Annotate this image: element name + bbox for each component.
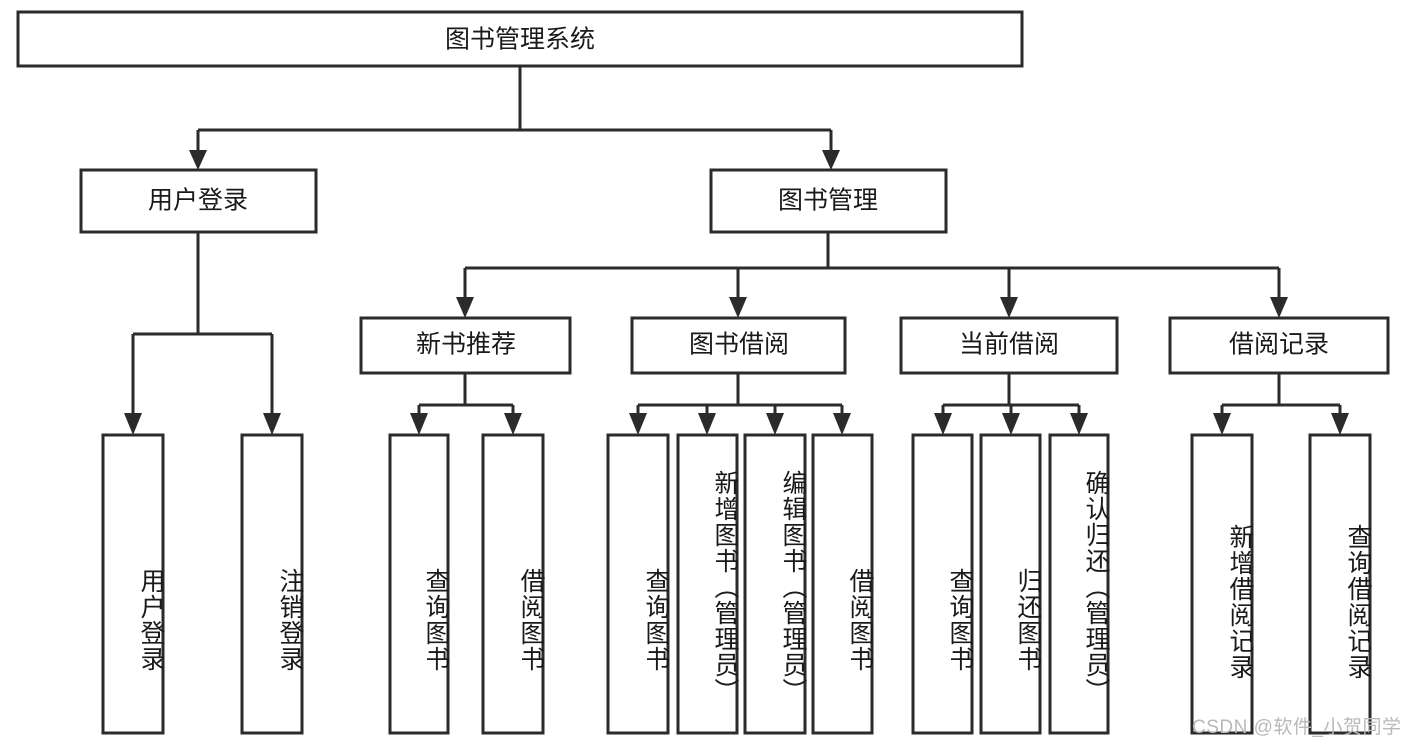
node-borrow-record[interactable]: 借阅记录 bbox=[1168, 316, 1390, 375]
node-book-management[interactable]: 图书管理 bbox=[709, 168, 948, 234]
leaf-box-confirm-return[interactable] bbox=[1048, 433, 1110, 735]
node-borrow-record-label: 借阅记录 bbox=[1229, 331, 1329, 359]
node-new-book-recommend-box[interactable] bbox=[359, 316, 572, 375]
leaf-box-query-book-1[interactable] bbox=[388, 433, 450, 735]
leaf-box-query-book-2[interactable] bbox=[606, 433, 670, 735]
node-root[interactable]: 图书管理系统 bbox=[16, 10, 1024, 68]
connector-book-borrow-to-leaves bbox=[629, 373, 851, 435]
node-new-book-recommend-label: 新书推荐 bbox=[416, 331, 516, 359]
csdn-watermark: CSDN @软件_小贺同学 bbox=[1192, 717, 1402, 738]
leaf-box-edit-book-admin[interactable] bbox=[743, 433, 807, 735]
node-book-management-box[interactable] bbox=[709, 168, 948, 234]
node-new-book-recommend[interactable]: 新书推荐 bbox=[359, 316, 572, 375]
leaf-box-return-book[interactable] bbox=[979, 433, 1042, 735]
connector-root-to-level2 bbox=[189, 66, 840, 170]
node-root-box[interactable] bbox=[16, 10, 1024, 68]
node-book-borrow-label: 图书借阅 bbox=[689, 331, 789, 359]
node-book-borrow[interactable]: 图书借阅 bbox=[630, 316, 847, 375]
connector-book-mgmt-to-level3 bbox=[456, 232, 1288, 318]
leaf-box-borrow-book-1[interactable] bbox=[481, 433, 545, 735]
connector-user-login-to-leaves bbox=[124, 232, 281, 435]
leaf-box-query-book-3[interactable] bbox=[911, 433, 974, 735]
connector-new-book-to-leaves bbox=[410, 373, 522, 435]
leaf-box-add-book-admin[interactable] bbox=[676, 433, 739, 735]
node-user-login-label: 用户登录 bbox=[148, 187, 248, 215]
leaf-box-borrow-book-2[interactable] bbox=[811, 433, 874, 735]
connector-current-borrow-to-leaves bbox=[934, 373, 1088, 435]
node-book-borrow-box[interactable] bbox=[630, 316, 847, 375]
leaf-boxes bbox=[101, 433, 1372, 735]
connector-borrow-record-to-leaves bbox=[1213, 373, 1349, 435]
node-root-label: 图书管理系统 bbox=[445, 26, 595, 54]
node-book-management-label: 图书管理 bbox=[778, 187, 878, 215]
node-current-borrow[interactable]: 当前借阅 bbox=[899, 316, 1119, 375]
node-user-login-box[interactable] bbox=[79, 168, 318, 234]
node-user-login[interactable]: 用户登录 bbox=[79, 168, 318, 234]
node-borrow-record-box[interactable] bbox=[1168, 316, 1390, 375]
leaf-box-user-login[interactable] bbox=[101, 433, 165, 735]
leaf-box-query-record[interactable] bbox=[1308, 433, 1372, 735]
node-current-borrow-box[interactable] bbox=[899, 316, 1119, 375]
leaf-box-add-record[interactable] bbox=[1190, 433, 1254, 735]
node-current-borrow-label: 当前借阅 bbox=[959, 331, 1059, 359]
leaf-box-logout[interactable] bbox=[240, 433, 304, 735]
